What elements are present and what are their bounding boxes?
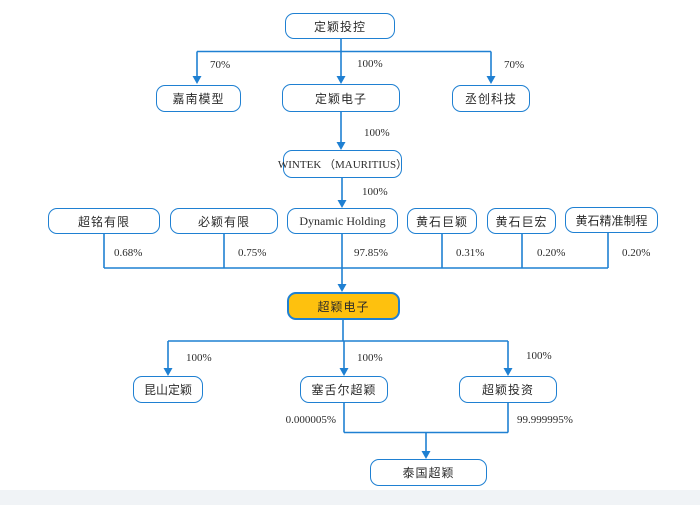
node-chaoying-investment: 超颖投资 — [459, 376, 557, 403]
label-investment-to-thailand-pct: 99.999995% — [517, 414, 573, 426]
label-root-to-chengchuang-pct: 70% — [504, 59, 525, 71]
node-dy-electronics: 定颖电子 — [282, 84, 400, 112]
label-chaoying-to-seychelles-pct: 100% — [357, 352, 383, 364]
node-dynamic-holding: Dynamic Holding — [287, 208, 398, 234]
label-chaoming-stake-pct: 0.68% — [114, 247, 143, 259]
label-chaoying-to-investment-pct: 100% — [526, 350, 552, 362]
node-kunshan-dingying: 昆山定颖 — [133, 376, 203, 403]
label-seychelles-to-thailand-pct: 0.000005% — [285, 414, 336, 426]
node-wintek-mauritius: WINTEK （MAURITIUS） — [278, 150, 407, 178]
node-huangshi-juying: 黄石巨颖 — [407, 208, 477, 234]
node-seychelles-chaoying: 塞舌尔超颖 — [300, 376, 388, 403]
node-jianan-model: 嘉南模型 — [156, 85, 241, 112]
node-chaoming-ltd: 超铭有限 — [48, 208, 160, 234]
label-wintek-to-dynamic-pct: 100% — [362, 186, 388, 198]
label-huangshi-precision-stake-pct: 0.20% — [622, 247, 651, 259]
node-chaoying-electronics: 超颖电子 — [287, 292, 400, 320]
label-root-to-dy-electronics-pct: 100% — [357, 58, 383, 70]
node-huangshi-precision: 黄石精准制程 — [565, 207, 658, 233]
page-bottom-strip — [0, 490, 700, 505]
node-biying-ltd: 必颖有限 — [170, 208, 278, 234]
node-thailand-chaoying: 泰国超颖 — [370, 459, 487, 486]
label-dy-electronics-to-wintek-pct: 100% — [364, 127, 390, 139]
label-huangshi-juying-stake-pct: 0.31% — [456, 247, 485, 259]
node-chengchuang-tech: 丞创科技 — [452, 85, 530, 112]
node-dy-holdings: 定颖投控 — [285, 13, 395, 39]
label-biying-stake-pct: 0.75% — [238, 247, 267, 259]
node-huangshi-juhong: 黄石巨宏 — [487, 208, 556, 234]
label-huangshi-juhong-stake-pct: 0.20% — [537, 247, 566, 259]
label-chaoying-to-kunshan-pct: 100% — [186, 352, 212, 364]
label-root-to-jianan-pct: 70% — [210, 59, 231, 71]
label-dynamic-stake-pct: 97.85% — [354, 247, 388, 259]
